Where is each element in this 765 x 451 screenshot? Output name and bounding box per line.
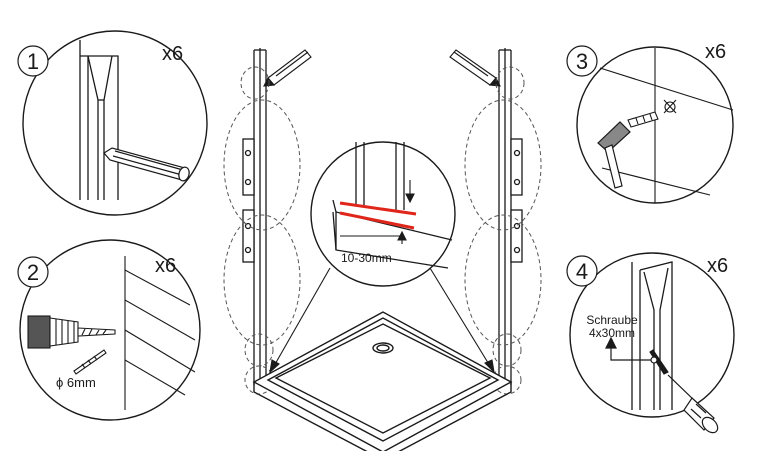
step-4-panel: 4 x6 Schraube 4x30mm <box>566 252 735 434</box>
step-2-panel: 2 x6 ϕ 6mm <box>17 239 201 421</box>
step-4-detail-circle <box>569 252 735 418</box>
wall-profile-icon <box>79 40 119 200</box>
wall-profile-icon-step-4 <box>631 261 673 410</box>
step-2-multiplier: x6 <box>155 255 176 277</box>
step-4-number-badge <box>566 255 598 287</box>
step-3-multiplier: x6 <box>705 41 726 63</box>
step-2-number-badge <box>17 256 49 288</box>
step-1-number-badge <box>17 45 49 77</box>
left-wall-profile <box>242 48 267 385</box>
corner-arrows <box>269 267 495 374</box>
step-4-number: 4 <box>576 259 588 284</box>
center-detail <box>310 141 456 287</box>
wall-corner-lines <box>599 48 734 203</box>
step-3-number-badge <box>566 45 598 77</box>
step-1-multiplier: x6 <box>162 43 183 65</box>
screwdriver-icon <box>667 374 719 434</box>
gap-arrows <box>340 180 415 244</box>
step-1-number: 1 <box>27 49 39 74</box>
drill-bit-icon <box>73 349 107 375</box>
upper-red-marking <box>339 201 417 216</box>
screw-icon <box>649 349 669 375</box>
step-2-detail-circle <box>19 239 201 421</box>
gap-measurement-label: 10-30mm <box>341 251 392 265</box>
pencil-icon-left <box>263 49 312 87</box>
center-detail-circle <box>310 141 456 287</box>
step-1-panel: 1 x6 <box>17 30 208 216</box>
drill-icon <box>27 315 116 349</box>
right-wall-profile <box>498 48 523 385</box>
step-4-multiplier: x6 <box>707 255 728 277</box>
shower-enclosure <box>223 48 542 451</box>
step-1-detail-circle <box>22 30 208 216</box>
pencil-icon <box>103 147 190 182</box>
hammer-icon <box>597 121 631 189</box>
step-2-number: 2 <box>27 260 39 285</box>
screw-name-label: Schraube <box>586 313 638 327</box>
drill-size-label: ϕ 6mm <box>56 375 96 390</box>
wall-hatching <box>124 256 196 410</box>
step-3-panel: 3 x6 <box>566 41 734 204</box>
shower-tray <box>252 311 513 451</box>
screw-size-label: 4x30mm <box>589 326 635 340</box>
lower-red-marking <box>339 211 415 230</box>
wall-plug-icon <box>627 99 677 128</box>
dashed-callout-circles <box>223 66 542 395</box>
step-3-number: 3 <box>576 49 588 74</box>
screw-callout-arrow <box>605 336 658 364</box>
pencil-icon-right <box>449 49 501 87</box>
